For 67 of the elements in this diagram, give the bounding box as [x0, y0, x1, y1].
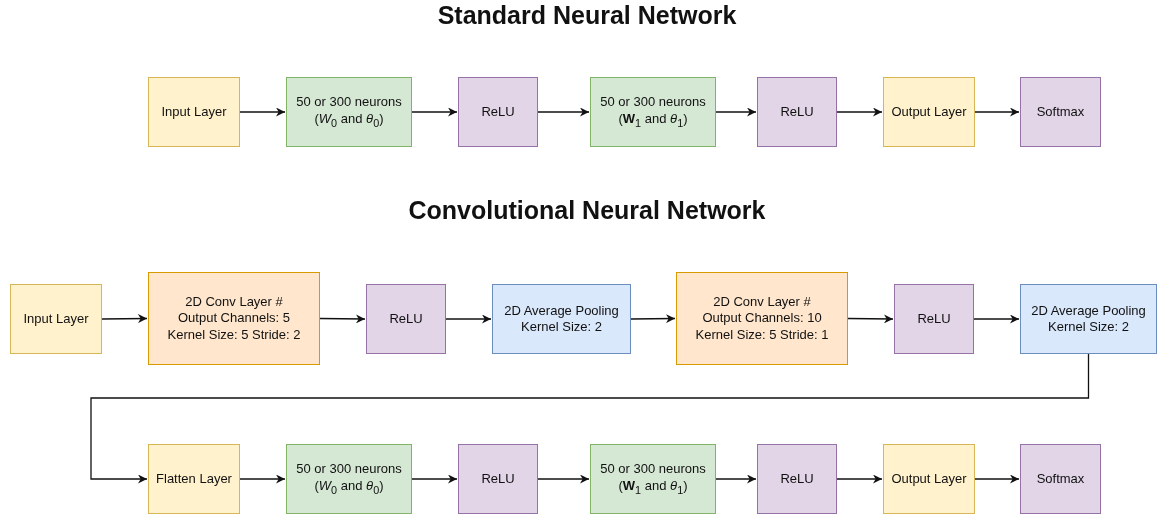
node-text: 2D Average Pooling Kernel Size: 2 [503, 302, 620, 336]
layer-box [1020, 284, 1157, 354]
arrow [630, 314, 676, 324]
arrow [411, 474, 458, 484]
node-text: Softmax [1036, 103, 1085, 121]
activation-box [366, 284, 446, 354]
arrow [974, 107, 1020, 117]
node-text: ReLU [481, 103, 515, 121]
node-text: Flatten Layer [156, 470, 232, 488]
layer-box [148, 272, 320, 365]
node-text: Input Layer [161, 103, 227, 121]
node-text: 2D Conv Layer # Output Channels: 5 Kernel Size: 5 Stride: 2 [167, 294, 301, 343]
layer-box [148, 444, 240, 514]
activation-box [1020, 77, 1101, 147]
arrow [445, 314, 492, 324]
arrow [836, 474, 883, 484]
layer-box [590, 77, 716, 147]
arrow [847, 314, 894, 324]
arrow [411, 107, 458, 117]
diagram-title: Standard Neural Network [437, 1, 737, 29]
layer-box [676, 272, 848, 365]
node-text: Output Layer [891, 470, 967, 488]
node-text: Output Layer [891, 103, 967, 121]
arrow [715, 474, 757, 484]
layer-box [492, 284, 631, 354]
arrow [537, 107, 590, 117]
node-text: 50 or 300 neurons [600, 461, 706, 478]
activation-box [757, 444, 837, 514]
layer-box [590, 444, 716, 514]
layer-box [883, 77, 975, 147]
node-text: 50 or 300 neurons [600, 94, 706, 111]
node-text: ReLU [389, 310, 423, 328]
node-text: ReLU [780, 470, 814, 488]
node-text: Softmax [1036, 470, 1085, 488]
node-text: 2D Conv Layer # Output Channels: 10 Kernel Size: 5 Stride: 1 [695, 294, 829, 343]
arrow [101, 314, 148, 324]
activation-box [757, 77, 837, 147]
node-text: 50 or 300 neurons [296, 94, 402, 111]
node-text: ReLU [780, 103, 814, 121]
arrow [973, 314, 1020, 324]
node-text: 50 or 300 neurons [296, 461, 402, 478]
arrow [90, 353, 1090, 484]
arrow [537, 474, 590, 484]
node-text: ReLU [481, 470, 515, 488]
activation-box [1020, 444, 1101, 514]
node-text: Input Layer [23, 310, 89, 328]
arrow [319, 314, 366, 324]
node-text: ReLU [917, 310, 951, 328]
layer-box [148, 77, 240, 147]
arrow [974, 474, 1020, 484]
layer-box [883, 444, 975, 514]
node-text: 2D Average Pooling Kernel Size: 2 [1030, 302, 1147, 336]
layer-box [286, 444, 412, 514]
node-text: (W$_{0}$ and θ$_{0}$) [314, 110, 384, 130]
activation-box [894, 284, 974, 354]
node-text: (W$_{0}$ and θ$_{0}$) [314, 477, 384, 497]
arrow [239, 107, 286, 117]
layer-box [10, 284, 102, 354]
layer-box [286, 77, 412, 147]
arrow [239, 474, 286, 484]
arrow [715, 107, 757, 117]
activation-box [458, 77, 538, 147]
node-text: (W$_{1}$ and θ$_{1}$) [618, 110, 688, 130]
activation-box [458, 444, 538, 514]
arrow [836, 107, 883, 117]
node-text: (W$_{1}$ and θ$_{1}$) [618, 477, 688, 497]
section-heading: Convolutional Neural Network [408, 196, 766, 224]
